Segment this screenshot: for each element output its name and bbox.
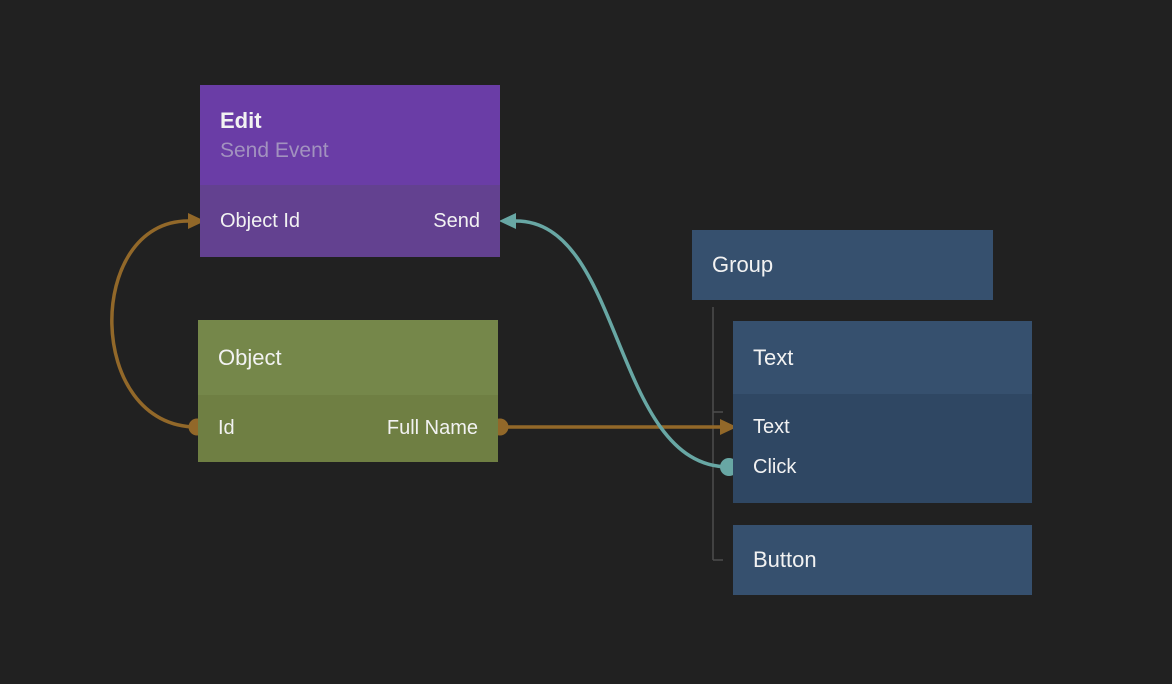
node-edit[interactable]: Edit Send Event Object Id Send: [200, 85, 500, 257]
node-group-header: Group: [692, 230, 993, 300]
node-object-ports: Id Full Name: [198, 395, 498, 462]
wire-object-id-to-edit-object-id[interactable]: [110, 213, 206, 436]
node-text-ports: Text Click: [733, 394, 1032, 503]
node-button-title: Button: [753, 547, 817, 572]
port-edit-object-id[interactable]: Object Id: [220, 209, 301, 232]
wire-object-fullname-to-text-text[interactable]: [491, 418, 738, 436]
port-object-full-name[interactable]: Full Name: [386, 417, 478, 439]
node-button-header: Button: [733, 525, 1032, 595]
node-edit-title: Edit: [220, 107, 262, 133]
node-group[interactable]: Group: [692, 230, 993, 300]
node-group-title: Group: [712, 252, 774, 277]
node-edit-header: Edit Send Event: [200, 85, 500, 185]
port-object-id[interactable]: Id: [218, 417, 235, 439]
node-object-title: Object: [218, 344, 282, 370]
node-object[interactable]: Object Id Full Name: [198, 320, 498, 462]
wire-curve[interactable]: [110, 219, 198, 429]
node-text[interactable]: Text Text Click: [733, 321, 1032, 503]
port-text-text[interactable]: Text: [733, 407, 1032, 447]
node-edit-ports: Object Id Send: [200, 185, 500, 257]
port-text-click-label: Click: [753, 455, 797, 478]
node-edit-subtitle: Send Event: [220, 138, 329, 162]
wire-arrowhead-icon: [499, 213, 516, 229]
node-object-header: Object: [198, 320, 498, 395]
node-text-header: Text: [733, 321, 1032, 394]
node-text-title: Text: [753, 344, 794, 370]
port-text-click[interactable]: Click: [733, 447, 1032, 487]
node-button[interactable]: Button: [733, 525, 1032, 595]
group-tree-connector: [712, 307, 723, 561]
port-text-text-label: Text: [753, 415, 790, 438]
port-edit-send[interactable]: Send: [433, 209, 480, 232]
